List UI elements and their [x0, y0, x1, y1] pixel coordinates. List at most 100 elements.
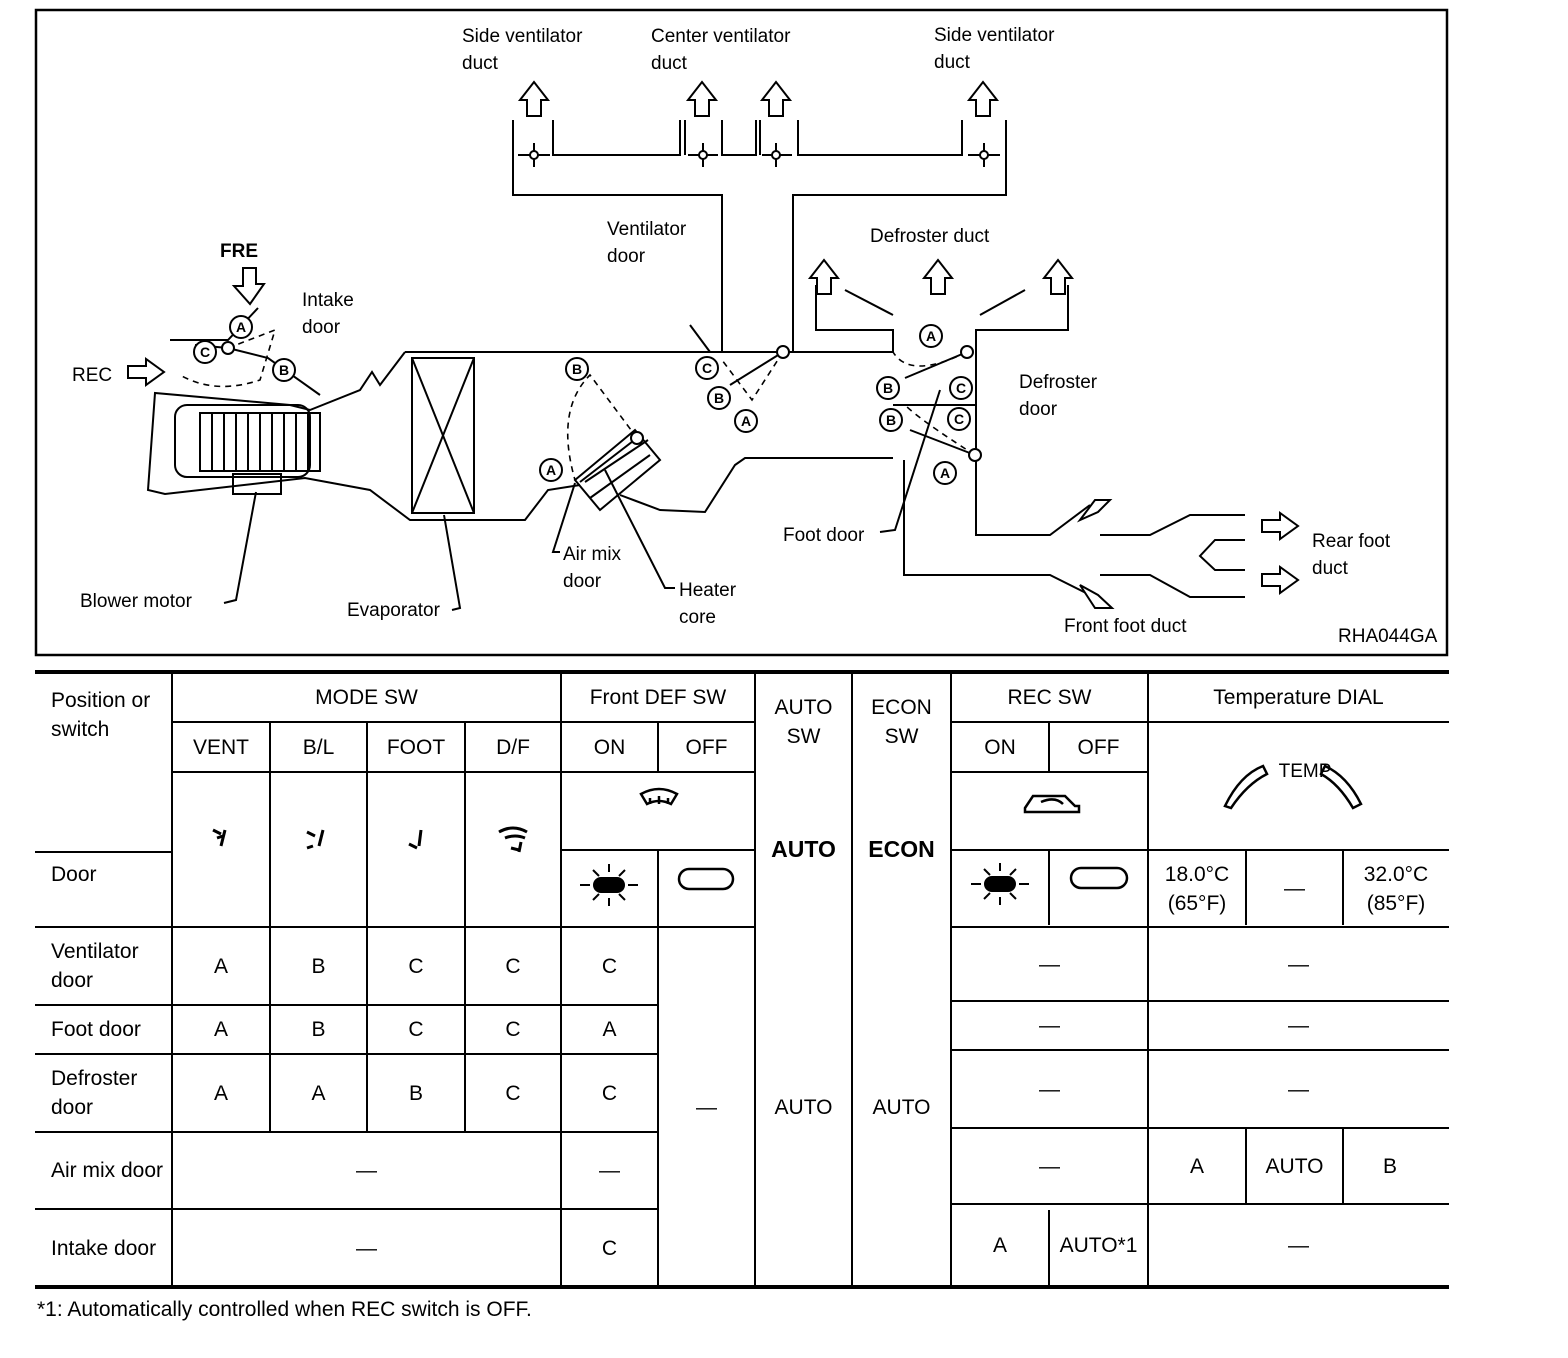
airmix-temp-low: A: [1189, 1154, 1204, 1178]
airmix-mode: —: [356, 1159, 377, 1182]
svg-text:A: A: [546, 462, 556, 478]
foot-bl: B: [311, 1018, 326, 1041]
ventilator-bl: B: [311, 954, 326, 978]
vent-mode-icon: [212, 828, 227, 847]
svg-text:duct: duct: [1312, 558, 1349, 579]
svg-text:core: core: [679, 607, 716, 628]
svg-text:C: C: [956, 380, 966, 396]
mode-sw-header: MODE SW: [315, 685, 418, 709]
row-label-foot-door: Foot door: [51, 1018, 141, 1041]
rec-off-header: OFF: [1077, 735, 1120, 759]
svg-text:door: door: [607, 246, 646, 267]
defroster-df: C: [505, 1081, 521, 1105]
vent-header: VENT: [192, 735, 249, 759]
svg-text:C: C: [702, 360, 712, 376]
front-foot-duct-label: Front foot duct: [1064, 616, 1187, 637]
fre-label: FRE: [220, 241, 258, 262]
foot-mode-icon: [408, 829, 423, 850]
rec-on-indicator-icon: [971, 863, 1029, 905]
ventilator-rec: —: [1039, 952, 1060, 976]
defroster-vent: A: [213, 1081, 228, 1105]
foot-def-on: A: [602, 1018, 617, 1041]
defroster-door-label: Defroster: [1019, 372, 1098, 393]
svg-text:B: B: [883, 380, 893, 396]
defroster-icon: [639, 787, 679, 806]
svg-text:C: C: [200, 344, 210, 360]
svg-text:A: A: [926, 328, 936, 344]
foot-foot: C: [408, 1018, 424, 1041]
temp-mid: —: [1284, 877, 1305, 900]
side-ventilator-duct-right-label: Side ventilator: [934, 25, 1055, 46]
bl-header: B/L: [302, 735, 335, 759]
side-ventilator-duct-left-label: Side ventilator: [462, 26, 583, 47]
bilevel-mode-icon: [306, 829, 325, 850]
row-label-defroster-door: Defroster door: [51, 1067, 138, 1119]
center-ventilator-duct-label: Center ventilator: [651, 26, 791, 47]
airmix-temp-mid: AUTO: [1265, 1154, 1324, 1178]
foot-rec: —: [1039, 1014, 1060, 1037]
temp-symbol: TEMP: [1278, 760, 1332, 782]
footnote: *1: Automatically controlled when REC sw…: [37, 1298, 532, 1321]
recirculation-icon: [1023, 794, 1081, 814]
intake-rec-on: A: [992, 1234, 1007, 1257]
econ-sw-header: ECON SW: [871, 696, 932, 748]
svg-text:door: door: [302, 317, 341, 338]
svg-text:A: A: [741, 413, 751, 429]
ventilator-def-on: C: [601, 954, 618, 978]
econ-sw-merged: AUTO: [872, 1095, 931, 1119]
auto-symbol: AUTO: [771, 836, 836, 862]
defroster-duct-label: Defroster duct: [870, 226, 990, 247]
intake-door-label: Intake: [302, 290, 354, 311]
air-mix-door-label: Air mix: [563, 544, 622, 565]
rec-label: REC: [72, 365, 112, 386]
airmix-def-on: —: [599, 1159, 620, 1182]
defroster-bl: A: [311, 1081, 326, 1105]
temp-high: 32.0°C (85°F): [1363, 862, 1429, 915]
svg-text:door: door: [563, 571, 602, 592]
defroster-def-on: C: [601, 1081, 618, 1105]
def-on-header: ON: [593, 735, 626, 759]
def-on-indicator-icon: [580, 864, 638, 906]
defroster-temp: —: [1288, 1077, 1309, 1101]
evaporator-label: Evaporator: [347, 600, 441, 621]
ventilator-door-label: Ventilator: [607, 219, 687, 240]
airmix-temp-high: B: [1382, 1154, 1397, 1178]
intake-temp: —: [1288, 1234, 1309, 1257]
svg-text:duct: duct: [934, 52, 971, 73]
rec-on-header: ON: [984, 735, 1016, 759]
rec-sw-header: REC SW: [1007, 685, 1092, 709]
econ-symbol: ECON: [868, 836, 935, 862]
intake-rec-off: AUTO*1: [1059, 1234, 1138, 1257]
front-def-sw-header: Front DEF SW: [589, 685, 727, 709]
svg-text:duct: duct: [462, 53, 499, 74]
figure-code: RHA044GA: [1338, 626, 1438, 647]
position-markers: A C B B A C B A A B C B C A: [193, 315, 973, 485]
intake-mode: —: [356, 1236, 377, 1260]
ventilator-df: C: [505, 954, 521, 978]
ventilator-foot: C: [408, 954, 424, 978]
foot-door-label: Foot door: [783, 525, 865, 546]
ventilator-vent: A: [213, 954, 228, 978]
position-or-switch-header: Position or switch: [51, 689, 151, 741]
row-label-ventilator-door: Ventilator door: [51, 940, 139, 992]
auto-sw-merged: AUTO: [774, 1095, 833, 1119]
row-label-intake-door: Intake door: [51, 1236, 157, 1260]
df-header: D/F: [496, 735, 530, 759]
intake-def-on: C: [601, 1236, 618, 1260]
defroster-rec: —: [1039, 1077, 1060, 1101]
door-header: Door: [51, 863, 97, 886]
svg-text:duct: duct: [651, 53, 688, 74]
rear-foot-duct-label: Rear foot: [1312, 531, 1391, 552]
svg-text:B: B: [279, 362, 289, 378]
svg-text:A: A: [236, 319, 246, 335]
def-off-indicator-icon: [677, 867, 735, 891]
rec-off-indicator-icon: [1069, 866, 1129, 890]
ventilator-temp: —: [1288, 952, 1309, 976]
foot-temp: —: [1288, 1014, 1309, 1037]
blower-motor-label: Blower motor: [80, 591, 193, 612]
door-position-table: Position or switch MODE SW Front DEF SW …: [35, 670, 1449, 1290]
svg-text:door: door: [1019, 399, 1058, 420]
svg-text:C: C: [954, 411, 964, 427]
def-off-header: OFF: [685, 735, 728, 759]
heater-core-label: Heater: [679, 580, 737, 601]
